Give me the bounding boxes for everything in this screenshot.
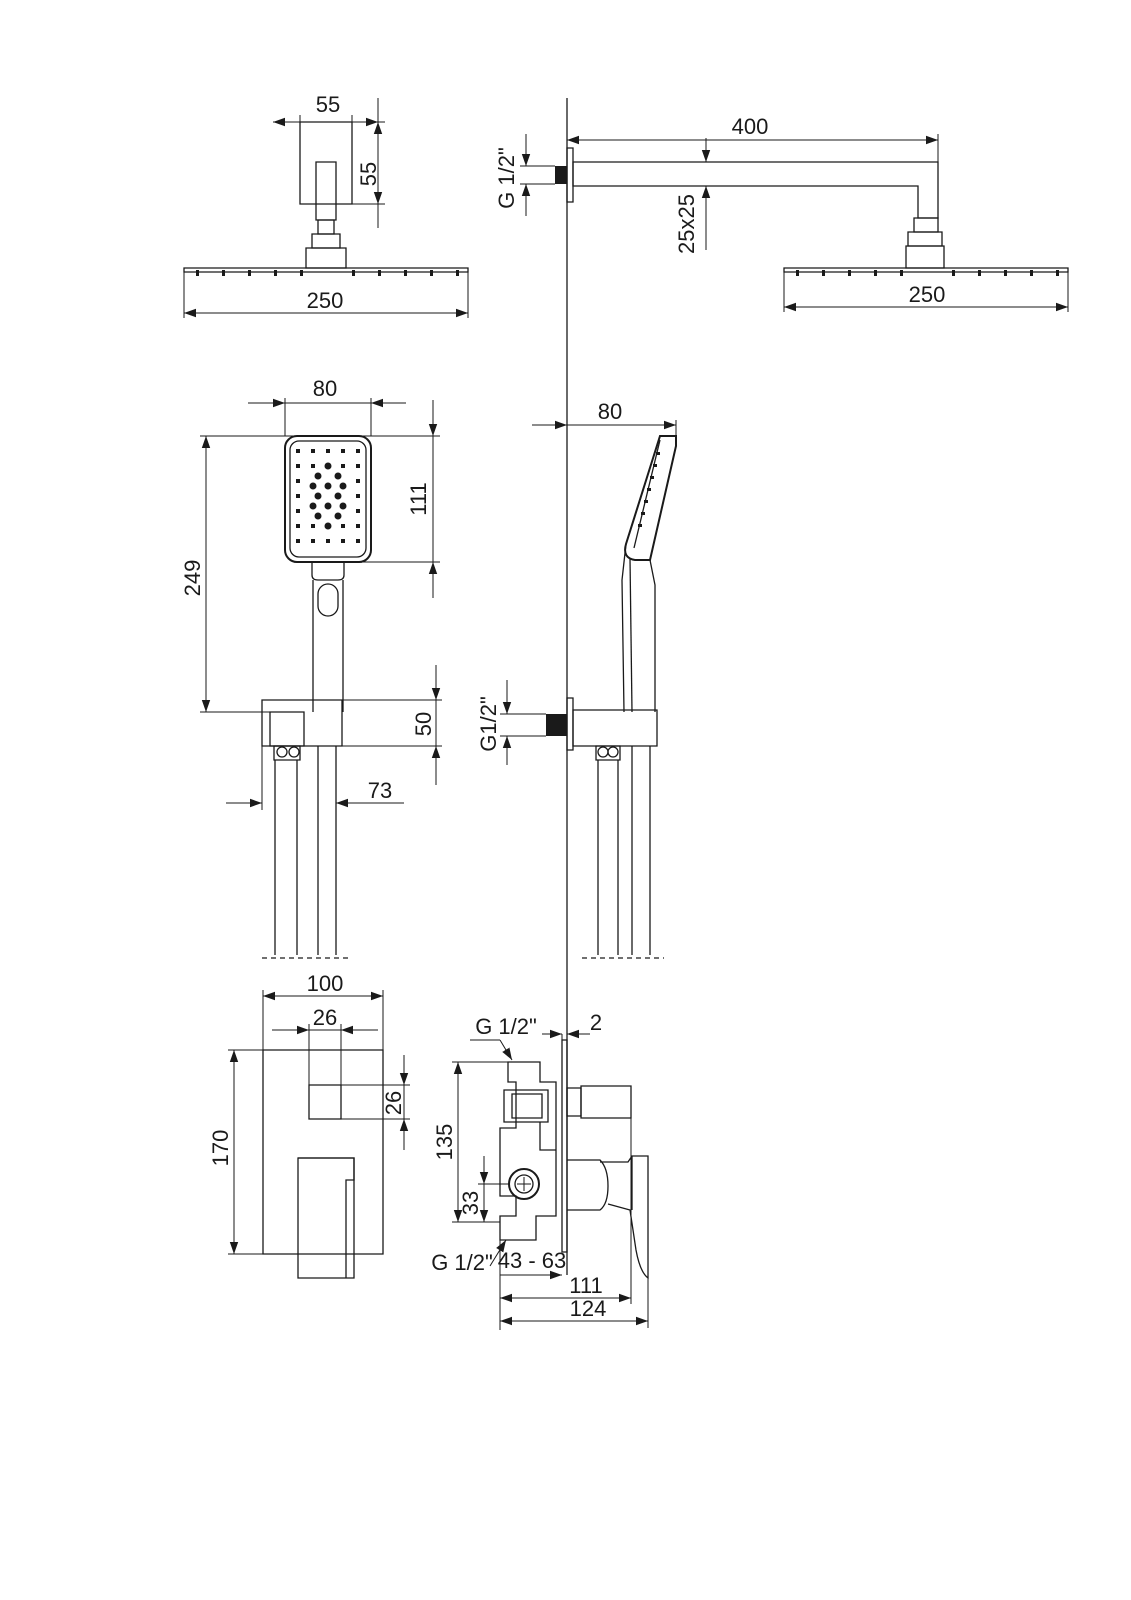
dim-overhead-head-width-side: 250 <box>909 282 946 307</box>
dim-depth-to-handle: 111 <box>569 1273 602 1298</box>
hand-shower-front-view: 80 111 249 50 73 <box>180 376 442 958</box>
mixer-side-view: G 1/2" 2 135 33 G 1/2" 43 - 63 111 124 <box>431 1010 648 1330</box>
dim-plate-thickness: 2 <box>590 1010 602 1035</box>
dim-hand-wall-thread: G1/2" <box>476 696 501 752</box>
dim-diverter-height: 26 <box>381 1091 406 1115</box>
dim-hand-head-depth: 80 <box>598 399 622 424</box>
dim-hand-total-height: 249 <box>180 560 205 597</box>
overhead-shower-front-view: 55 55 250 <box>184 92 468 318</box>
dim-body-height: 135 <box>432 1124 457 1161</box>
spray-nozzles <box>296 449 360 543</box>
dim-hand-head-width: 80 <box>313 376 337 401</box>
dim-plate-height: 170 <box>208 1130 233 1167</box>
dim-outlet-offset: 73 <box>368 778 392 803</box>
dim-inlet-offset: 33 <box>458 1191 483 1215</box>
dim-overhead-head-width-front: 250 <box>307 288 344 313</box>
dim-diverter-width: 26 <box>313 1005 337 1030</box>
dim-install-depth: 43 - 63 <box>498 1248 567 1273</box>
mixer-front-view: 100 26 26 170 <box>208 971 410 1278</box>
overhead-shower-side-view: 400 G 1/2" 25x25 250 <box>494 114 1068 312</box>
dim-plate-width: 100 <box>307 971 344 996</box>
dim-arm-section: 25x25 <box>674 194 699 254</box>
dim-mixer-bottom-thread: G 1/2" <box>431 1250 493 1275</box>
dim-overhead-wall-thread: G 1/2" <box>494 147 519 209</box>
hand-shower-side-view: 80 G1/2" <box>476 399 676 958</box>
dim-mixer-top-thread: G 1/2" <box>475 1014 537 1039</box>
dim-connector-height: 55 <box>356 162 381 186</box>
dim-arm-length: 400 <box>732 114 769 139</box>
dim-total-depth: 124 <box>570 1296 607 1321</box>
dim-holder-height: 50 <box>411 712 436 736</box>
dim-hand-head-height: 111 <box>406 482 431 515</box>
dim-connector-width: 55 <box>316 92 340 117</box>
